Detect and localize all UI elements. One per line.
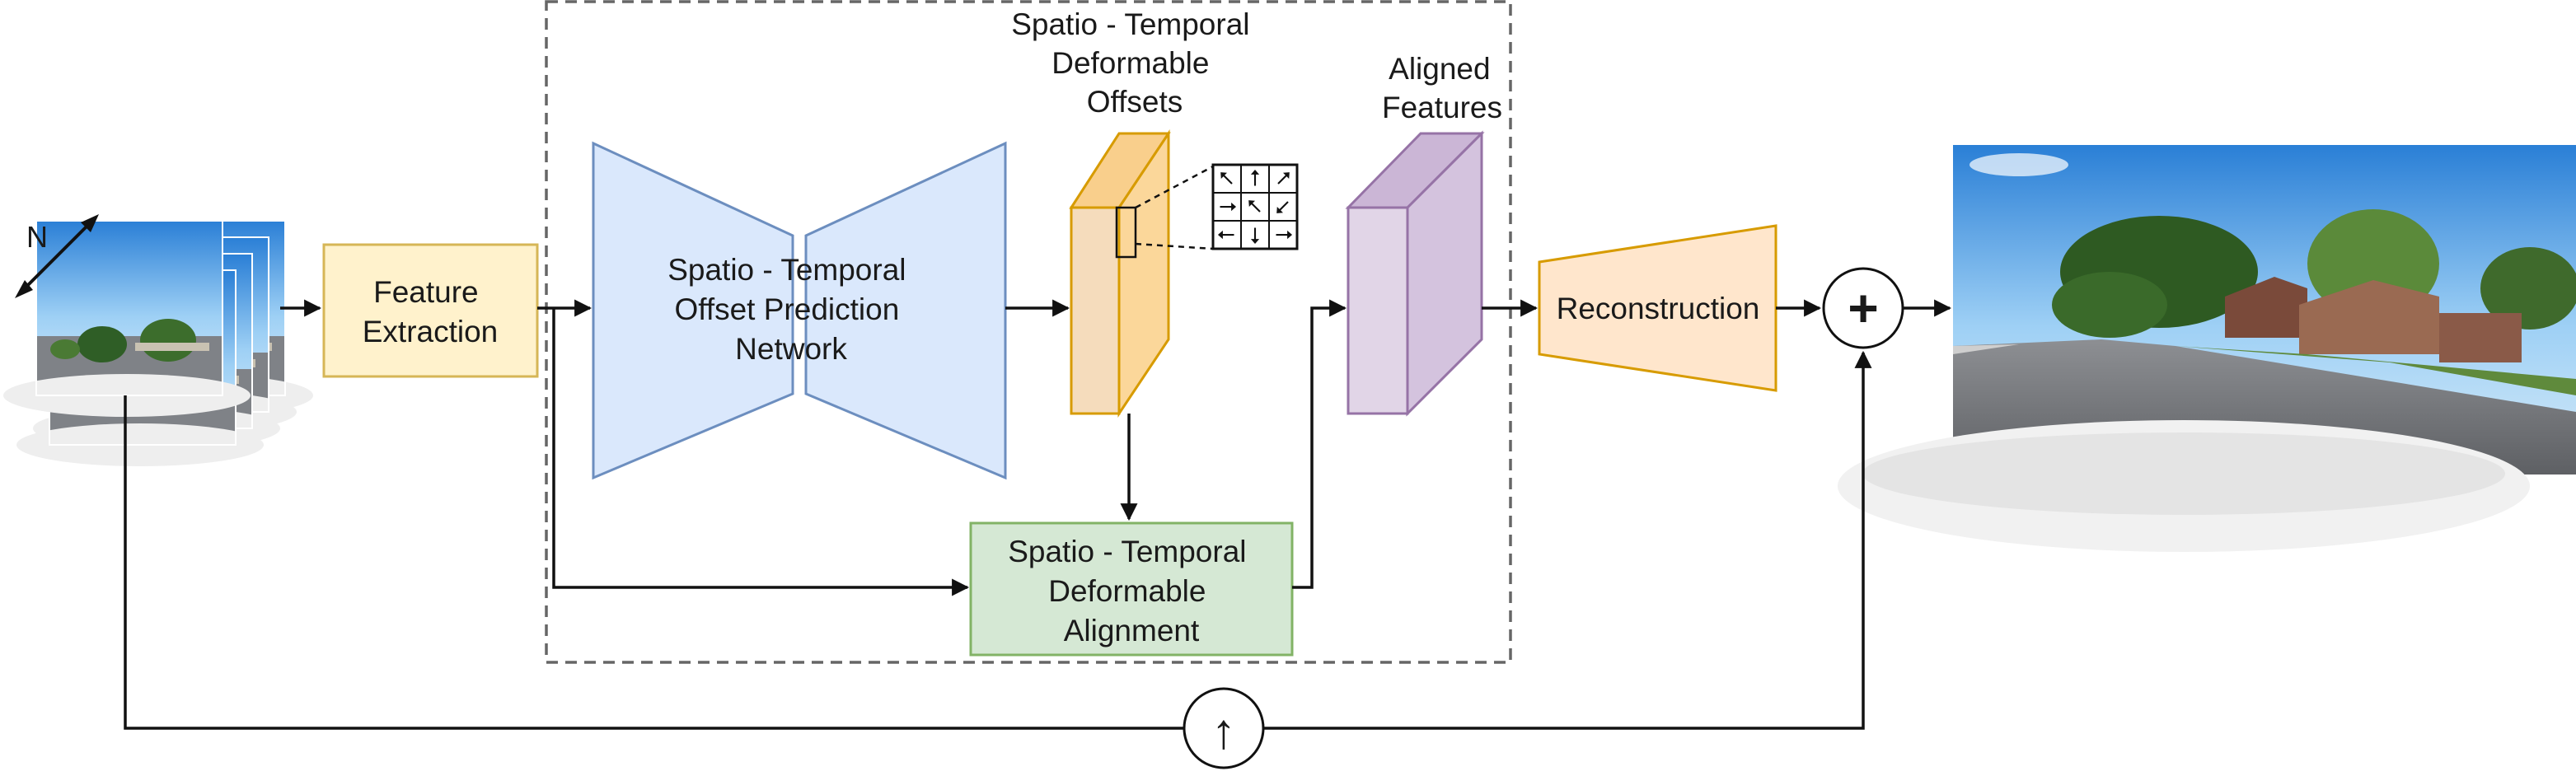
aligned-features-line-2: Features bbox=[1382, 91, 1502, 124]
output-image bbox=[1838, 145, 2576, 552]
offset-network-left-trapezoid bbox=[592, 141, 794, 480]
offsets-title-line-2: Deformable bbox=[1051, 46, 1209, 80]
offsets-slab bbox=[1069, 129, 1171, 418]
offset-network-right-trapezoid bbox=[804, 141, 1007, 480]
alignment-module-boundary bbox=[545, 0, 1512, 664]
deformable-alignment-label: Spatio - Temporal Deformable Alignment bbox=[1008, 535, 1255, 647]
offsets-title-line-1: Spatio - Temporal bbox=[1011, 7, 1249, 41]
feature-extraction-line-2: Extraction bbox=[363, 315, 499, 348]
zoom-line-top bbox=[1135, 165, 1214, 209]
offset-grid bbox=[1211, 163, 1299, 250]
input-frame-stack bbox=[2, 220, 314, 467]
connectors bbox=[124, 299, 1952, 730]
n-label: N bbox=[26, 220, 48, 254]
aligned-features-line-1: Aligned bbox=[1389, 52, 1490, 86]
offset-network-line-1: Spatio - Temporal bbox=[667, 253, 906, 287]
feature-extraction-box bbox=[322, 243, 539, 378]
n-frames-double-arrow bbox=[15, 214, 99, 298]
zoom-line-bottom bbox=[1135, 242, 1214, 250]
add-symbol: + bbox=[1848, 278, 1878, 338]
offset-network-line-3: Network bbox=[735, 332, 847, 366]
feature-extraction-line-1: Feature bbox=[373, 275, 479, 309]
aligned-features-title: Aligned Features bbox=[1382, 52, 1502, 124]
upsample-symbol: ↑ bbox=[1211, 704, 1236, 759]
deformable-alignment-box bbox=[969, 521, 1294, 657]
deformable-alignment-line-2: Deformable bbox=[1048, 574, 1206, 608]
reconstruction-label: Reconstruction bbox=[1557, 292, 1760, 325]
offset-network-label: Spatio - Temporal Offset Prediction Netw… bbox=[667, 253, 915, 366]
deformable-alignment-line-3: Alignment bbox=[1064, 614, 1200, 647]
offsets-title: Spatio - Temporal Deformable Offsets bbox=[1011, 7, 1258, 119]
deformable-alignment-line-1: Spatio - Temporal bbox=[1008, 535, 1246, 568]
offset-network-line-2: Offset Prediction bbox=[674, 292, 899, 326]
reconstruction-block bbox=[1538, 224, 1777, 392]
feature-extraction-label: Feature Extraction bbox=[363, 275, 499, 348]
offsets-title-line-3: Offsets bbox=[1087, 85, 1183, 119]
aligned-features-block bbox=[1345, 130, 1485, 417]
